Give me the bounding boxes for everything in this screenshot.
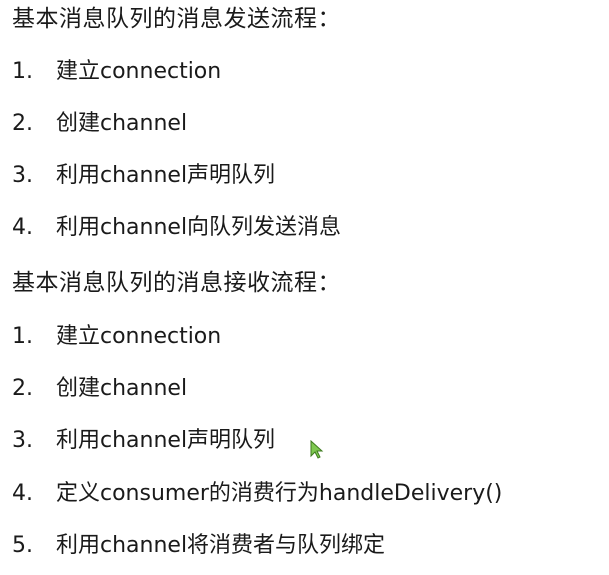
send-step-2-number: 2.	[12, 111, 33, 136]
send-step-3-number: 3.	[12, 163, 33, 188]
send-step-1-number: 1.	[12, 59, 33, 84]
send-step-2: 2. 创建channel	[12, 109, 187, 139]
send-step-3: 3. 利用channel声明队列	[12, 161, 275, 191]
send-step-4-text: 利用channel向队列发送消息	[56, 215, 342, 240]
receive-step-2-number: 2.	[12, 376, 33, 401]
receive-step-3-text: 利用channel声明队列	[56, 428, 276, 453]
mouse-pointer-icon	[310, 440, 324, 459]
receive-step-5-number: 5.	[12, 533, 33, 558]
receive-step-4-number: 4.	[12, 481, 33, 506]
send-step-4-number: 4.	[12, 215, 33, 240]
receive-step-4-text: 定义consumer的消费行为handleDelivery()	[56, 481, 503, 506]
receive-step-3-number: 3.	[12, 428, 33, 453]
receive-step-1: 1. 建立connection	[12, 322, 221, 352]
send-step-3-text: 利用channel声明队列	[56, 163, 276, 188]
send-step-1-text: 建立connection	[56, 59, 222, 84]
send-step-1: 1. 建立connection	[12, 57, 221, 87]
receive-step-1-text: 建立connection	[56, 324, 222, 349]
receive-step-2: 2. 创建channel	[12, 374, 187, 404]
send-step-2-text: 创建channel	[56, 111, 188, 136]
receive-step-1-number: 1.	[12, 324, 33, 349]
send-flow-heading: 基本消息队列的消息发送流程：	[12, 6, 341, 32]
receive-step-5-text: 利用channel将消费者与队列绑定	[56, 533, 386, 558]
receive-step-5: 5. 利用channel将消费者与队列绑定	[12, 531, 385, 561]
receive-step-2-text: 创建channel	[56, 376, 188, 401]
receive-step-4: 4. 定义consumer的消费行为handleDelivery()	[12, 479, 502, 509]
send-step-4: 4. 利用channel向队列发送消息	[12, 213, 341, 243]
receive-flow-heading: 基本消息队列的消息接收流程：	[12, 270, 341, 296]
receive-step-3: 3. 利用channel声明队列	[12, 426, 275, 456]
